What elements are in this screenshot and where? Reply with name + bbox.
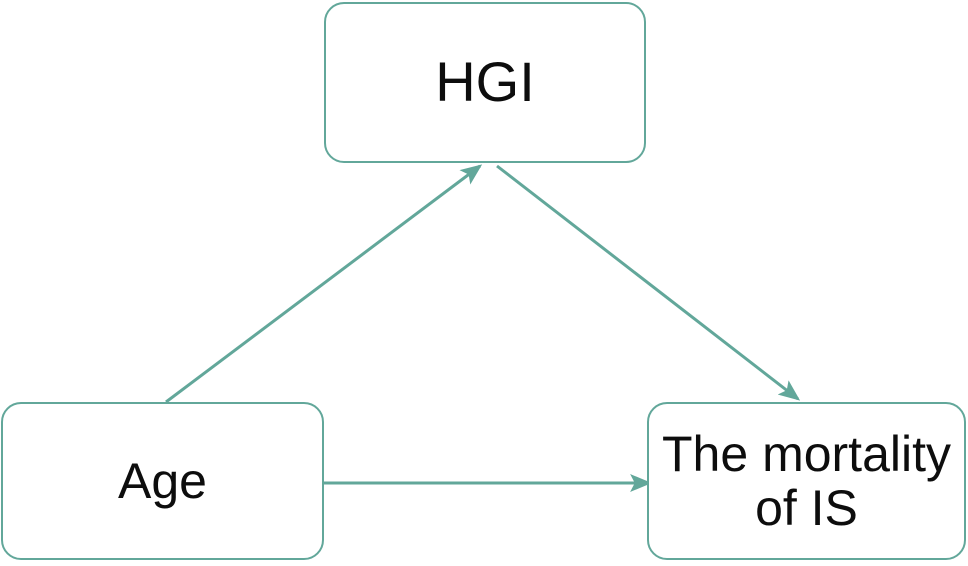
edge-hgi-to-mortality bbox=[496, 164, 801, 401]
node-mortality-label: The mortality of IS bbox=[662, 426, 951, 536]
node-hgi: HGI bbox=[324, 2, 646, 163]
node-mortality: The mortality of IS bbox=[647, 402, 966, 560]
node-age-label: Age bbox=[118, 453, 207, 509]
edge-age-to-hgi-line bbox=[165, 164, 483, 404]
node-age: Age bbox=[1, 402, 324, 560]
node-hgi-label: HGI bbox=[435, 50, 535, 114]
edge-hgi-to-mortality-line bbox=[496, 164, 801, 401]
edge-age-to-hgi bbox=[165, 164, 483, 404]
